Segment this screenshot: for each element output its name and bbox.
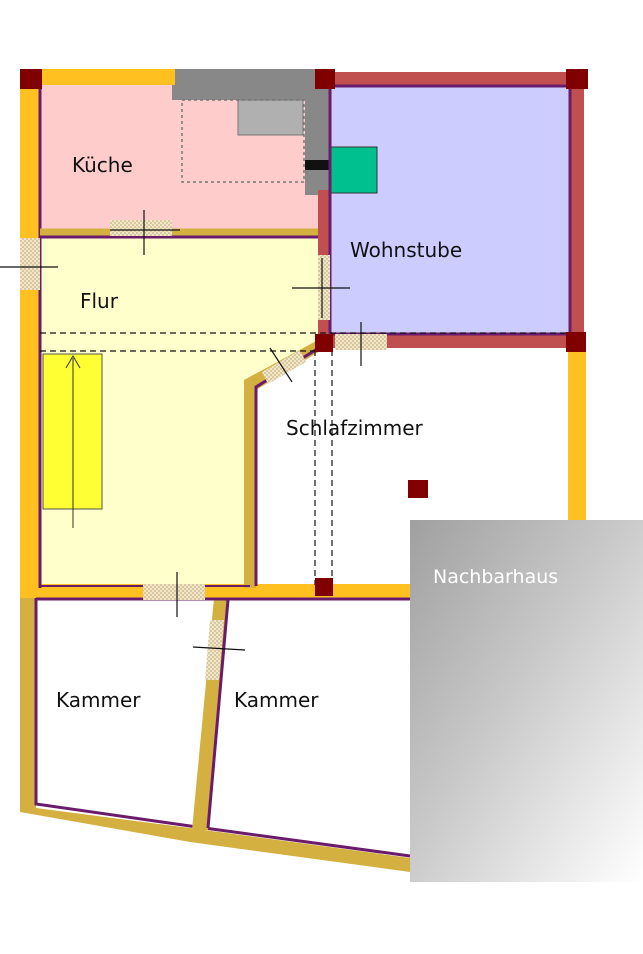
oven-icon — [329, 146, 378, 194]
label-schlafzimmer: Schlafzimmer — [286, 416, 424, 440]
outer-wall-left — [20, 69, 40, 594]
stairs-arrow-head — [65, 355, 81, 369]
dashed-lines — [40, 332, 580, 585]
pillars — [20, 69, 588, 596]
flur-diagonal-wall — [244, 340, 325, 588]
middle-wall-horizontal — [20, 584, 410, 598]
neighbor-house — [410, 520, 643, 882]
door-marks — [0, 210, 362, 651]
door-flur-schlafzimmer — [262, 350, 306, 384]
wohnstube-wall-bottom — [325, 334, 583, 348]
label-wohnstube: Wohnstube — [350, 238, 462, 262]
label-kammer-links: Kammer — [56, 688, 141, 712]
stove-pipe — [305, 160, 333, 170]
bottom-outer-line — [34, 598, 411, 858]
stove-pipe-2 — [305, 170, 333, 190]
label-kueche: Küche — [72, 153, 133, 177]
wohnstube-wall-right — [570, 72, 584, 347]
door-kueche-flur — [110, 220, 172, 236]
kammer-divider-line — [206, 599, 230, 829]
wohnstube-floor — [330, 85, 575, 340]
door-left-outer — [20, 238, 40, 290]
flur-diagonal-line — [254, 344, 323, 586]
label-flur: Flur — [80, 289, 119, 313]
door-flur-kammer — [143, 584, 205, 600]
wohnstube-inner-outline — [328, 84, 572, 336]
outer-wall-top — [20, 69, 175, 85]
wohnstube-wall-top — [325, 72, 583, 86]
stove-plate — [237, 99, 304, 136]
stove-outline — [181, 99, 305, 183]
label-nachbarhaus: Nachbarhaus — [433, 566, 558, 588]
flur-floor — [40, 238, 325, 588]
label-kammer-rechts: Kammer — [234, 688, 319, 712]
outer-wall-right-lower — [568, 340, 586, 520]
door-kammer-kammer — [205, 620, 224, 680]
